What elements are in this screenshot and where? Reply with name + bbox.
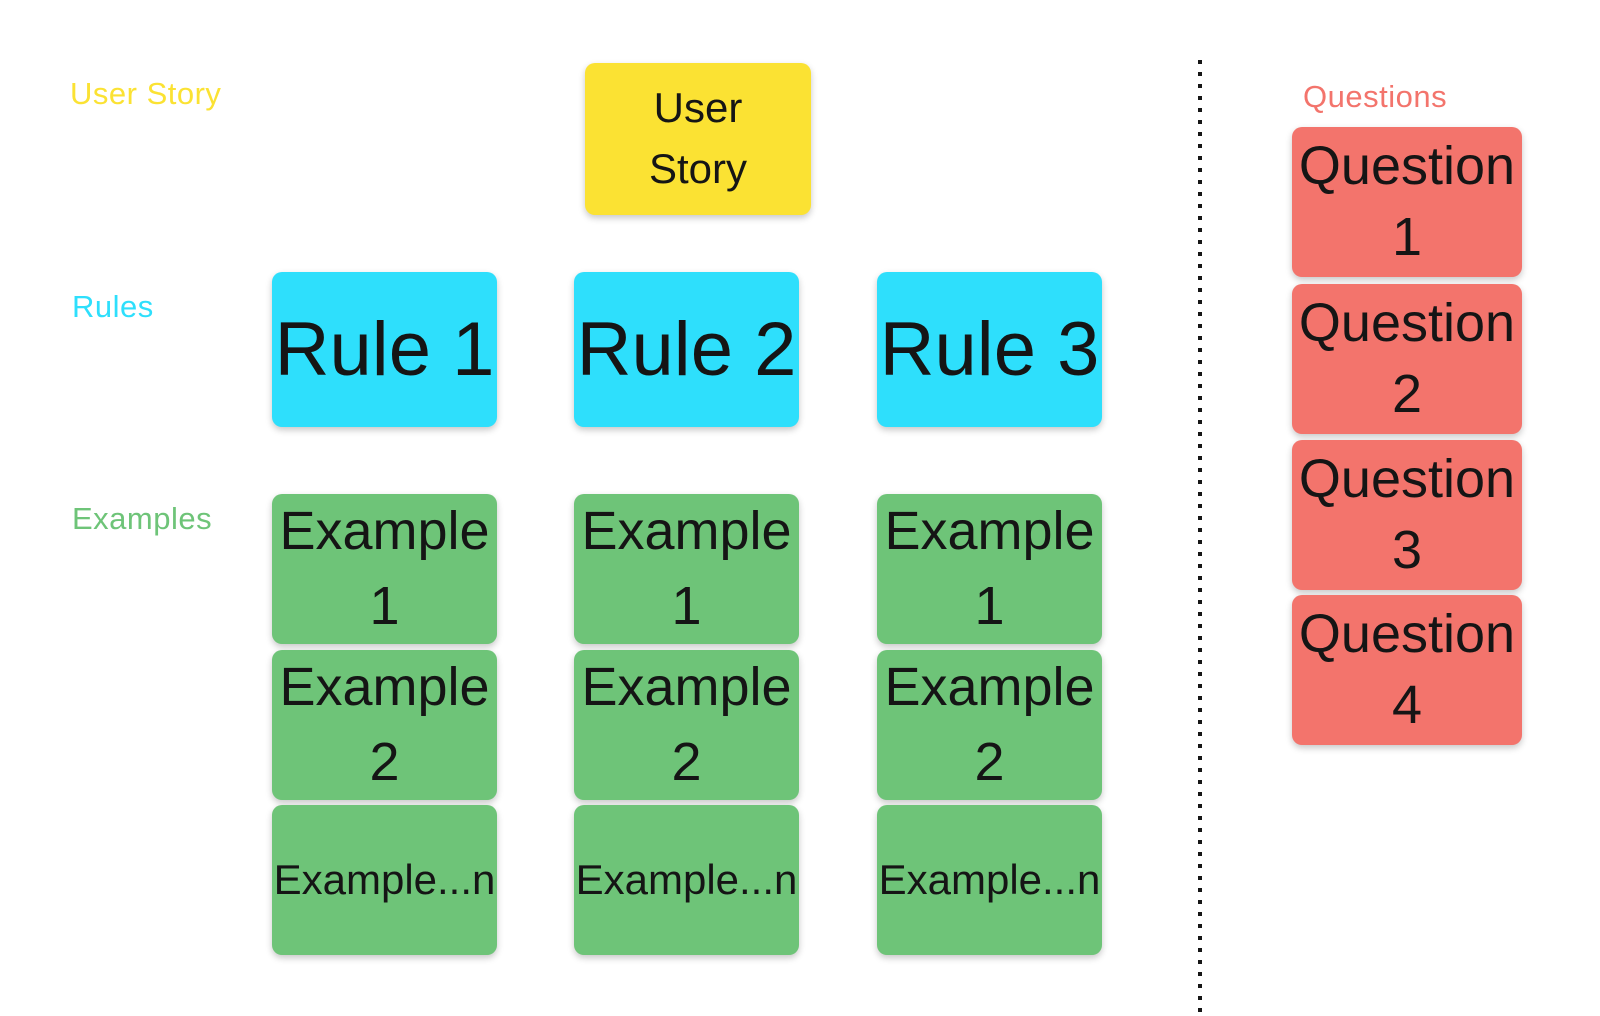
question-card-3: Question 3 [1292, 440, 1522, 590]
rule-card-1-label: Rule 1 [274, 306, 495, 392]
user-story-card: User Story [585, 63, 811, 215]
example-card-line2: 1 [369, 576, 400, 636]
question-card-4: Question 4 [1292, 595, 1522, 745]
example-card-line2: 1 [974, 576, 1005, 636]
example-card-line1: Example [884, 657, 1095, 718]
rule-card-2-label: Rule 2 [576, 306, 797, 392]
question-card-line1: Question [1298, 135, 1516, 196]
example-card-line1: Example [279, 501, 490, 562]
example-card-line1: Example [884, 501, 1095, 562]
example-card-col1-2: Example 2 [272, 650, 497, 800]
question-card-1: Question 1 [1292, 127, 1522, 277]
question-card-line1: Question [1298, 292, 1516, 353]
example-card-col2-n: Example...n [574, 805, 799, 955]
example-card-line2: 1 [671, 576, 702, 636]
example-card-col1-n: Example...n [272, 805, 497, 955]
user-story-card-line2: Story [648, 145, 748, 192]
rule-card-3-label: Rule 3 [879, 306, 1100, 392]
example-card-line2: 2 [671, 732, 702, 792]
question-card-2: Question 2 [1292, 284, 1522, 434]
example-card-line1: Example [581, 657, 792, 718]
user-story-section-label: User Story [70, 76, 222, 111]
example-card-col1-1: Example 1 [272, 494, 497, 644]
example-card-col2-1: Example 1 [574, 494, 799, 644]
example-card-col2-2: Example 2 [574, 650, 799, 800]
example-card-line1: Example...n [878, 856, 1101, 903]
question-card-line2: 3 [1391, 520, 1423, 580]
example-card-line2: 2 [974, 732, 1005, 792]
question-card-line2: 4 [1391, 675, 1423, 735]
question-card-line2: 1 [1391, 207, 1423, 267]
example-card-line1: Example [279, 657, 490, 718]
example-card-col3-2: Example 2 [877, 650, 1102, 800]
example-card-col3-1: Example 1 [877, 494, 1102, 644]
question-card-line1: Question [1298, 603, 1516, 664]
rules-section-label: Rules [72, 289, 154, 324]
question-card-line1: Question [1298, 448, 1516, 509]
example-card-line1: Example...n [273, 856, 496, 903]
rule-card-2: Rule 2 [574, 272, 799, 427]
example-card-line1: Example...n [575, 856, 798, 903]
example-card-line1: Example [581, 501, 792, 562]
example-card-col3-n: Example...n [877, 805, 1102, 955]
example-card-line2: 2 [369, 732, 400, 792]
rule-card-3: Rule 3 [877, 272, 1102, 427]
user-story-card-line1: User [653, 84, 743, 132]
question-card-line2: 2 [1391, 364, 1423, 424]
rule-card-1: Rule 1 [272, 272, 497, 427]
dotted-divider-line [1198, 60, 1202, 1016]
questions-section-label: Questions [1303, 79, 1448, 114]
examples-section-label: Examples [72, 501, 213, 536]
